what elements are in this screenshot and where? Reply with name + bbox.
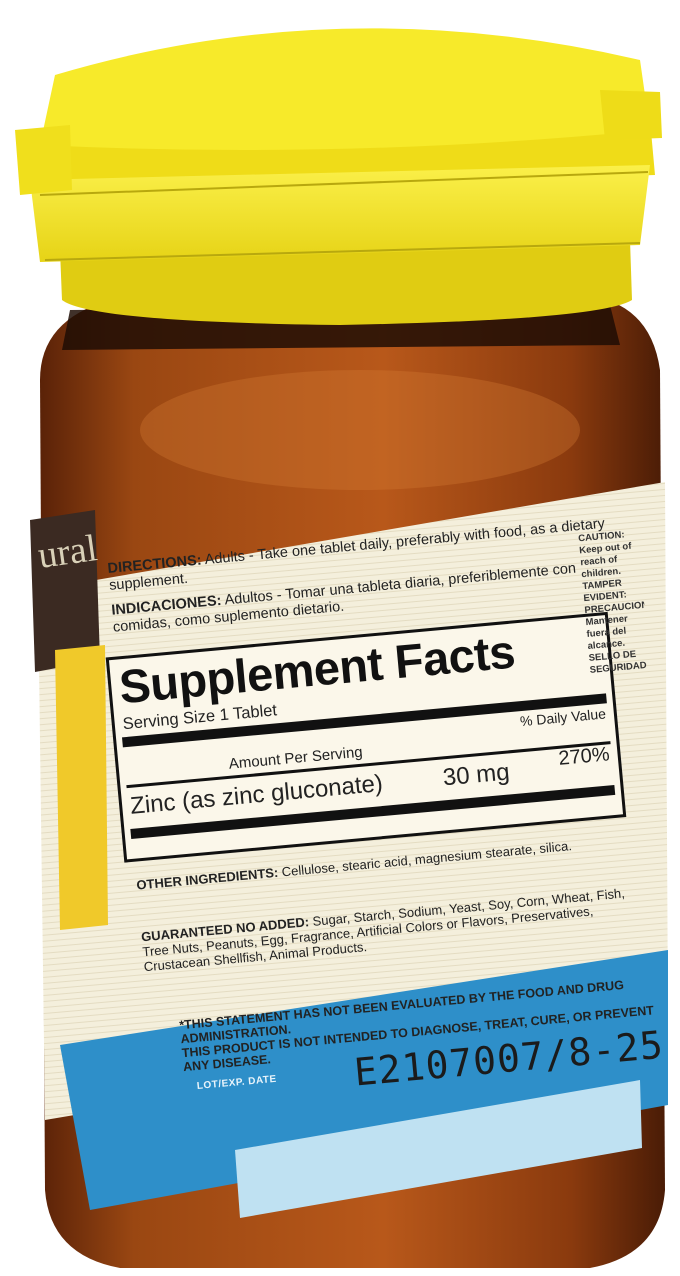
brand-logo-fragment: ural [35,527,100,577]
nutrient-amount: 30 mg [441,758,511,792]
other-ingredients-heading: OTHER INGREDIENTS: [135,864,279,893]
yellow-cap [15,28,662,325]
supplement-facts-panel: Supplement Facts Serving Size 1 Tablet %… [105,611,627,863]
supplement-facts-title: Supplement Facts [117,624,517,714]
guaranteed-no-added: GUARANTEED NO ADDED: Sugar, Starch, Sodi… [140,883,652,974]
